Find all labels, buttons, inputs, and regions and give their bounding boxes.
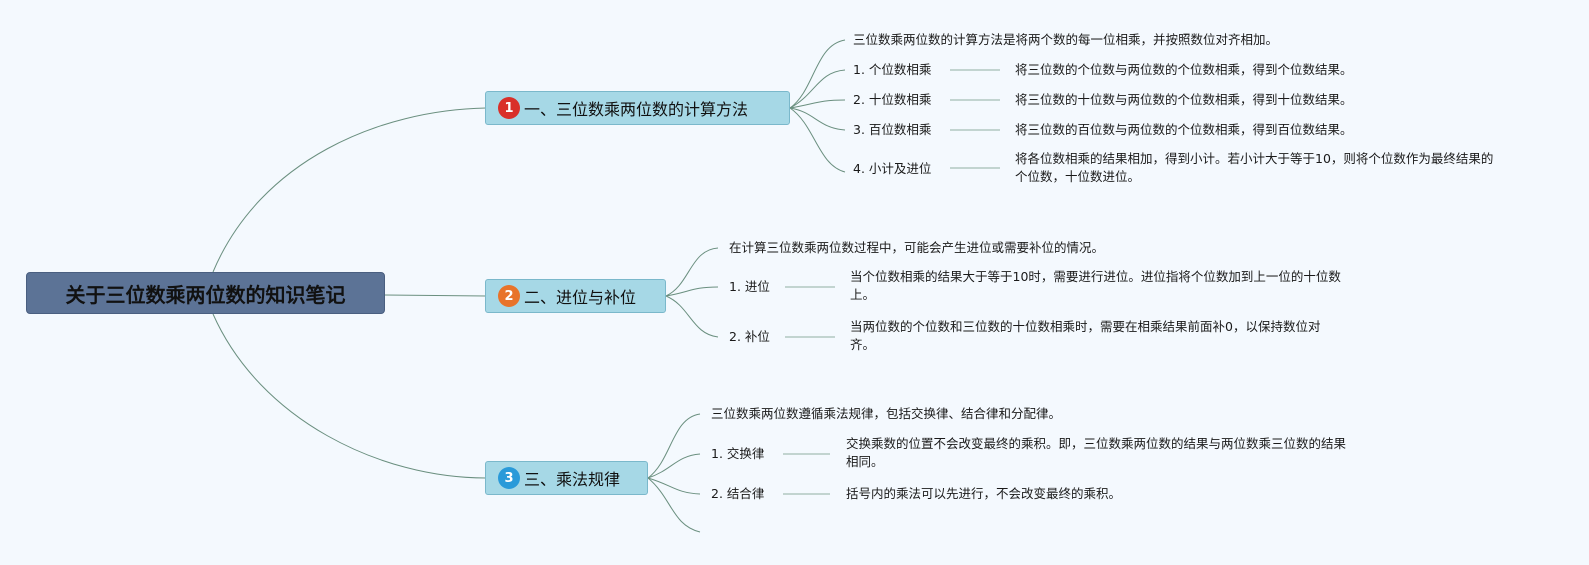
branch-1-item-1-detail: 将三位数的个位数与两位数的个位数相乘，得到个位数结果。	[1015, 62, 1353, 77]
connector-root-branch-2	[384, 294, 487, 297]
connector-b2-item-2	[665, 295, 719, 338]
connector-b2-item-1	[665, 286, 719, 297]
branch-1-item-3-detail: 将三位数的百位数与两位数的个位数相乘，得到百位数结果。	[1015, 122, 1353, 137]
number-badge-2: 2	[498, 285, 520, 307]
branch-1-item-4-detail: 将各位数相乘的结果相加，得到小计。若小计大于等于10，则将个位数作为最终结果的个…	[1015, 151, 1494, 184]
branch-1-item-4-label: 4. 小计及进位	[853, 161, 932, 176]
branch-2-item-1-detail: 当个位数相乘的结果大于等于10时，需要进行进位。进位指将个位数加到上一位的十位数…	[850, 269, 1341, 302]
branch-3-item-1-detail: 交换乘数的位置不会改变最终的乘积。即，三位数乘两位数的结果与两位数乘三位数的结果…	[846, 436, 1347, 469]
number-badge-1: 1	[498, 97, 520, 119]
branch-2-item-2-label: 2. 补位	[729, 329, 770, 344]
branch-1-summary: 三位数乘两位数的计算方法是将两个数的每一位相乘，并按照数位对齐相加。	[853, 32, 1279, 47]
branch-3-item-2-detail: 括号内的乘法可以先进行，不会改变最终的乘积。	[846, 486, 1122, 501]
branch-1-item-2-detail: 将三位数的十位数与两位数的个位数相乘，得到十位数结果。	[1015, 92, 1353, 107]
branch-2-item-2-detail: 当两位数的个位数和三位数的十位数相乘时，需要在相乘结果前面补0，以保持数位对齐。	[850, 319, 1321, 352]
branch-2-summary: 在计算三位数乘两位数过程中，可能会产生进位或需要补位的情况。	[729, 240, 1105, 255]
connector-b1-item-1	[789, 69, 846, 109]
branch-1-item-1-label: 1. 个位数相乘	[853, 62, 932, 77]
branch-3-summary: 三位数乘两位数遵循乘法规律，包括交换律、结合律和分配律。	[711, 406, 1062, 421]
root-node[interactable]: 关于三位数乘两位数的知识笔记	[26, 272, 385, 314]
connector-root-branch-3	[212, 313, 487, 479]
branch-node-2[interactable]: 2 二、进位与补位	[485, 279, 666, 313]
branch-node-1[interactable]: 1 一、三位数乘两位数的计算方法	[485, 91, 790, 125]
branch-title-1: 一、三位数乘两位数的计算方法	[524, 100, 749, 119]
branch-1-item-3-label: 3. 百位数相乘	[853, 122, 932, 137]
branch-title-2: 二、进位与补位	[524, 288, 637, 307]
connector-b1-item-4	[789, 107, 846, 173]
connector-b1-item-3	[789, 107, 846, 131]
connector-root-branch-1	[212, 107, 487, 273]
number-badge-3: 3	[498, 467, 520, 489]
connector-b3-extra	[647, 477, 701, 533]
connector-b2-summary	[665, 247, 719, 297]
connector-b3-item-2	[647, 477, 701, 495]
connector-b3-item-1	[647, 453, 701, 479]
connector-b1-summary	[789, 39, 846, 109]
root-title: 关于三位数乘两位数的知识笔记	[65, 282, 346, 307]
connector-b1-item-2	[789, 99, 846, 109]
branch-1-item-2-label: 2. 十位数相乘	[853, 92, 932, 107]
branch-3-item-1-label: 1. 交换律	[711, 446, 765, 461]
branch-3-item-2-label: 2. 结合律	[711, 486, 765, 501]
connector-b3-summary	[647, 413, 701, 479]
branch-title-3: 三、乘法规律	[524, 470, 621, 489]
branch-2-item-1-label: 1. 进位	[729, 279, 770, 294]
branch-node-3[interactable]: 3 三、乘法规律	[485, 461, 648, 495]
